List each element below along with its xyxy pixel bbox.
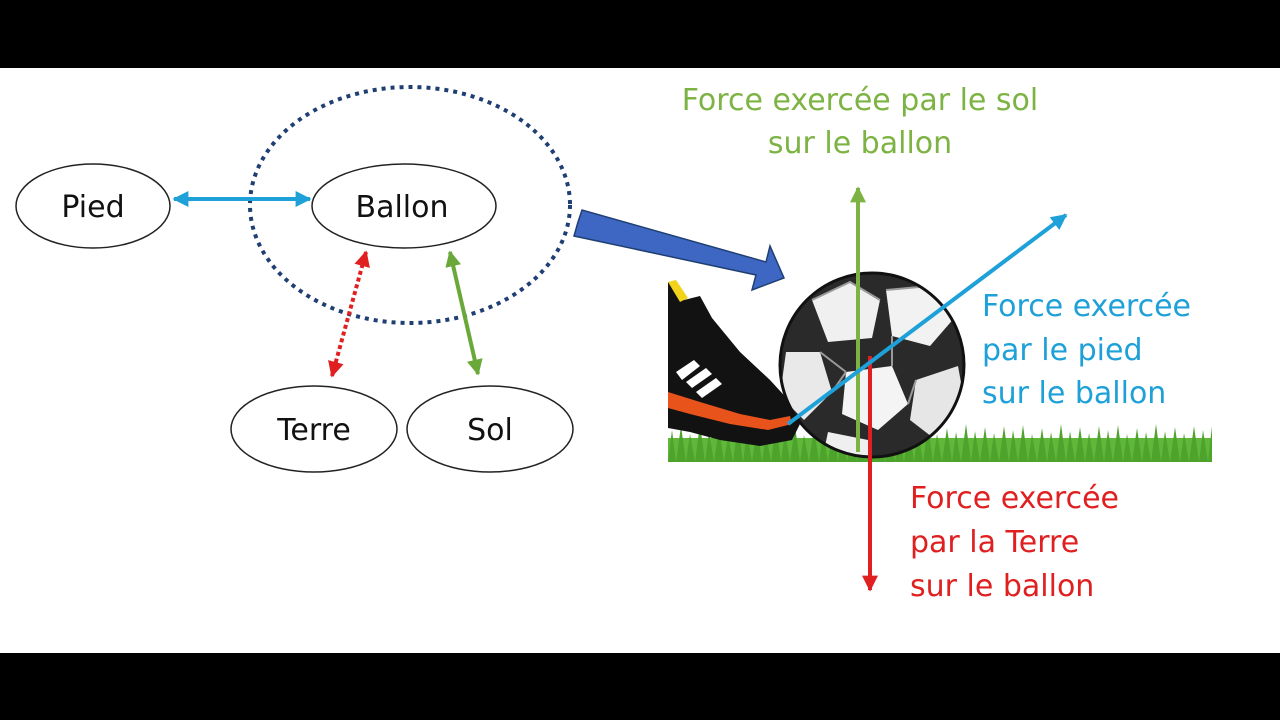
force-label-sol-line2: sur le ballon [768, 126, 952, 161]
transition-arrow [574, 210, 784, 290]
force-label-sol: Force exercée par le sol sur le ballon [682, 83, 1038, 161]
node-pied: Pied [16, 164, 170, 248]
force-label-sol-line1: Force exercée par le sol [682, 83, 1038, 118]
force-label-terre-line2: par la Terre [910, 525, 1079, 560]
force-label-pied-line2: par le pied [982, 333, 1143, 368]
diagram-svg: Pied Ballon Terre Sol [0, 68, 1280, 653]
node-pied-label: Pied [61, 190, 124, 225]
node-sol-label: Sol [467, 413, 513, 448]
force-label-terre-line1: Force exercée [910, 481, 1119, 516]
node-terre: Terre [231, 386, 397, 472]
bottom-letterbox [0, 653, 1280, 720]
force-label-terre-line3: sur le ballon [910, 569, 1094, 604]
node-sol: Sol [407, 386, 573, 472]
diagram-canvas: Pied Ballon Terre Sol [0, 68, 1280, 653]
node-ballon: Ballon [312, 164, 496, 248]
node-ballon-label: Ballon [355, 190, 448, 225]
node-terre-label: Terre [276, 413, 351, 448]
force-label-terre: Force exercée par la Terre sur le ballon [910, 481, 1119, 604]
interaction-terre-ballon [332, 252, 366, 376]
top-letterbox [0, 0, 1280, 68]
force-label-pied-line1: Force exercée [982, 289, 1191, 324]
force-label-pied: Force exercée par le pied sur le ballon [982, 289, 1191, 411]
force-label-pied-line3: sur le ballon [982, 376, 1166, 411]
